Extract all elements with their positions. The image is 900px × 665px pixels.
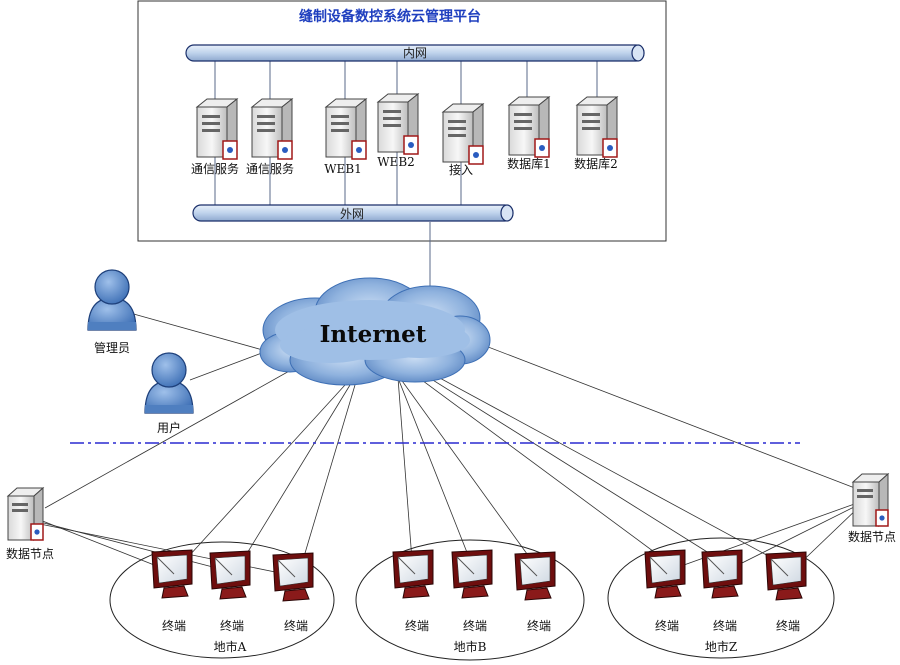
link-cloud-b1 (397, 377, 413, 561)
internet-label: Internet (320, 321, 427, 348)
link-node-left (44, 364, 301, 509)
region-z: 地市Z (607, 537, 835, 659)
terminal-label: 终端 (713, 618, 737, 633)
link-node-z2 (727, 503, 861, 571)
link-cloud-a3 (299, 384, 356, 571)
server-label: 通信服务 (191, 161, 239, 176)
region-label: 地市A (214, 639, 247, 654)
link-cloud-z2 (419, 371, 721, 561)
server-label: WEB2 (377, 155, 415, 169)
terminal-label: 终端 (776, 618, 800, 633)
link-cloud-z3 (424, 369, 786, 566)
internet-links (39, 312, 861, 576)
link-admin (129, 312, 271, 353)
data-node-label: 数据节点 (6, 546, 54, 561)
link-cloud-z1 (414, 374, 666, 561)
server-icon (376, 92, 420, 155)
terminal-icon (272, 552, 314, 602)
platform-title: 缝制设备数控系统云管理平台 (299, 8, 481, 25)
server-group: 通信服务 通信服务 WEB1 (191, 92, 619, 177)
region-label: 地市B (454, 639, 487, 654)
data-node-server-icon (6, 486, 45, 542)
admin-label: 管理员 (94, 340, 130, 355)
region-b: 地市B (355, 539, 585, 661)
server-icon (195, 97, 239, 160)
link-cloud-b2 (397, 377, 471, 561)
terminal-group: 终端 终端 终端 终端 终端 (151, 549, 807, 633)
terminal-label: 终端 (527, 618, 551, 633)
region-label: 地市Z (705, 639, 737, 654)
terminal-icon (644, 549, 686, 599)
terminal-label: 终端 (162, 618, 186, 633)
terminal-icon (151, 549, 193, 599)
server-label: 接入 (449, 162, 473, 177)
admin-person-icon (87, 269, 137, 331)
intranet-pipe: 内网 (185, 44, 645, 62)
terminal-label: 终端 (405, 618, 429, 633)
intranet-label: 内网 (403, 46, 427, 60)
terminal-icon (701, 549, 743, 599)
server-icon (441, 102, 485, 165)
server-icon (507, 95, 551, 158)
link-node-z1 (669, 501, 861, 571)
terminal-label: 终端 (284, 618, 308, 633)
link-node-right (469, 339, 861, 491)
data-node-label: 数据节点 (848, 529, 896, 544)
internet-cloud: Internet (259, 277, 491, 386)
server-label: 数据库2 (574, 156, 618, 171)
terminal-icon (209, 550, 251, 600)
terminal-icon (451, 549, 493, 599)
terminal-icon (765, 551, 807, 601)
terminal-label: 终端 (655, 618, 679, 633)
user-person-icon (144, 352, 194, 414)
terminal-icon (514, 551, 556, 601)
extranet-pipe: 外网 (192, 204, 514, 222)
server-icon (575, 95, 619, 158)
server-label: 数据库1 (507, 156, 551, 171)
server-label: WEB1 (324, 162, 362, 176)
terminal-label: 终端 (463, 618, 487, 633)
data-node-server-icon (851, 472, 890, 528)
link-cloud-a1 (177, 384, 346, 569)
server-label: 通信服务 (246, 161, 294, 176)
server-icon (324, 97, 368, 160)
region-a: 地市A (109, 541, 335, 659)
user-label: 用户 (157, 420, 181, 435)
terminal-icon (392, 549, 434, 599)
server-icon (250, 97, 294, 160)
link-cloud-b3 (399, 377, 536, 566)
terminal-label: 终端 (220, 618, 244, 633)
extranet-label: 外网 (340, 207, 364, 221)
link-cloud-a2 (237, 384, 351, 569)
